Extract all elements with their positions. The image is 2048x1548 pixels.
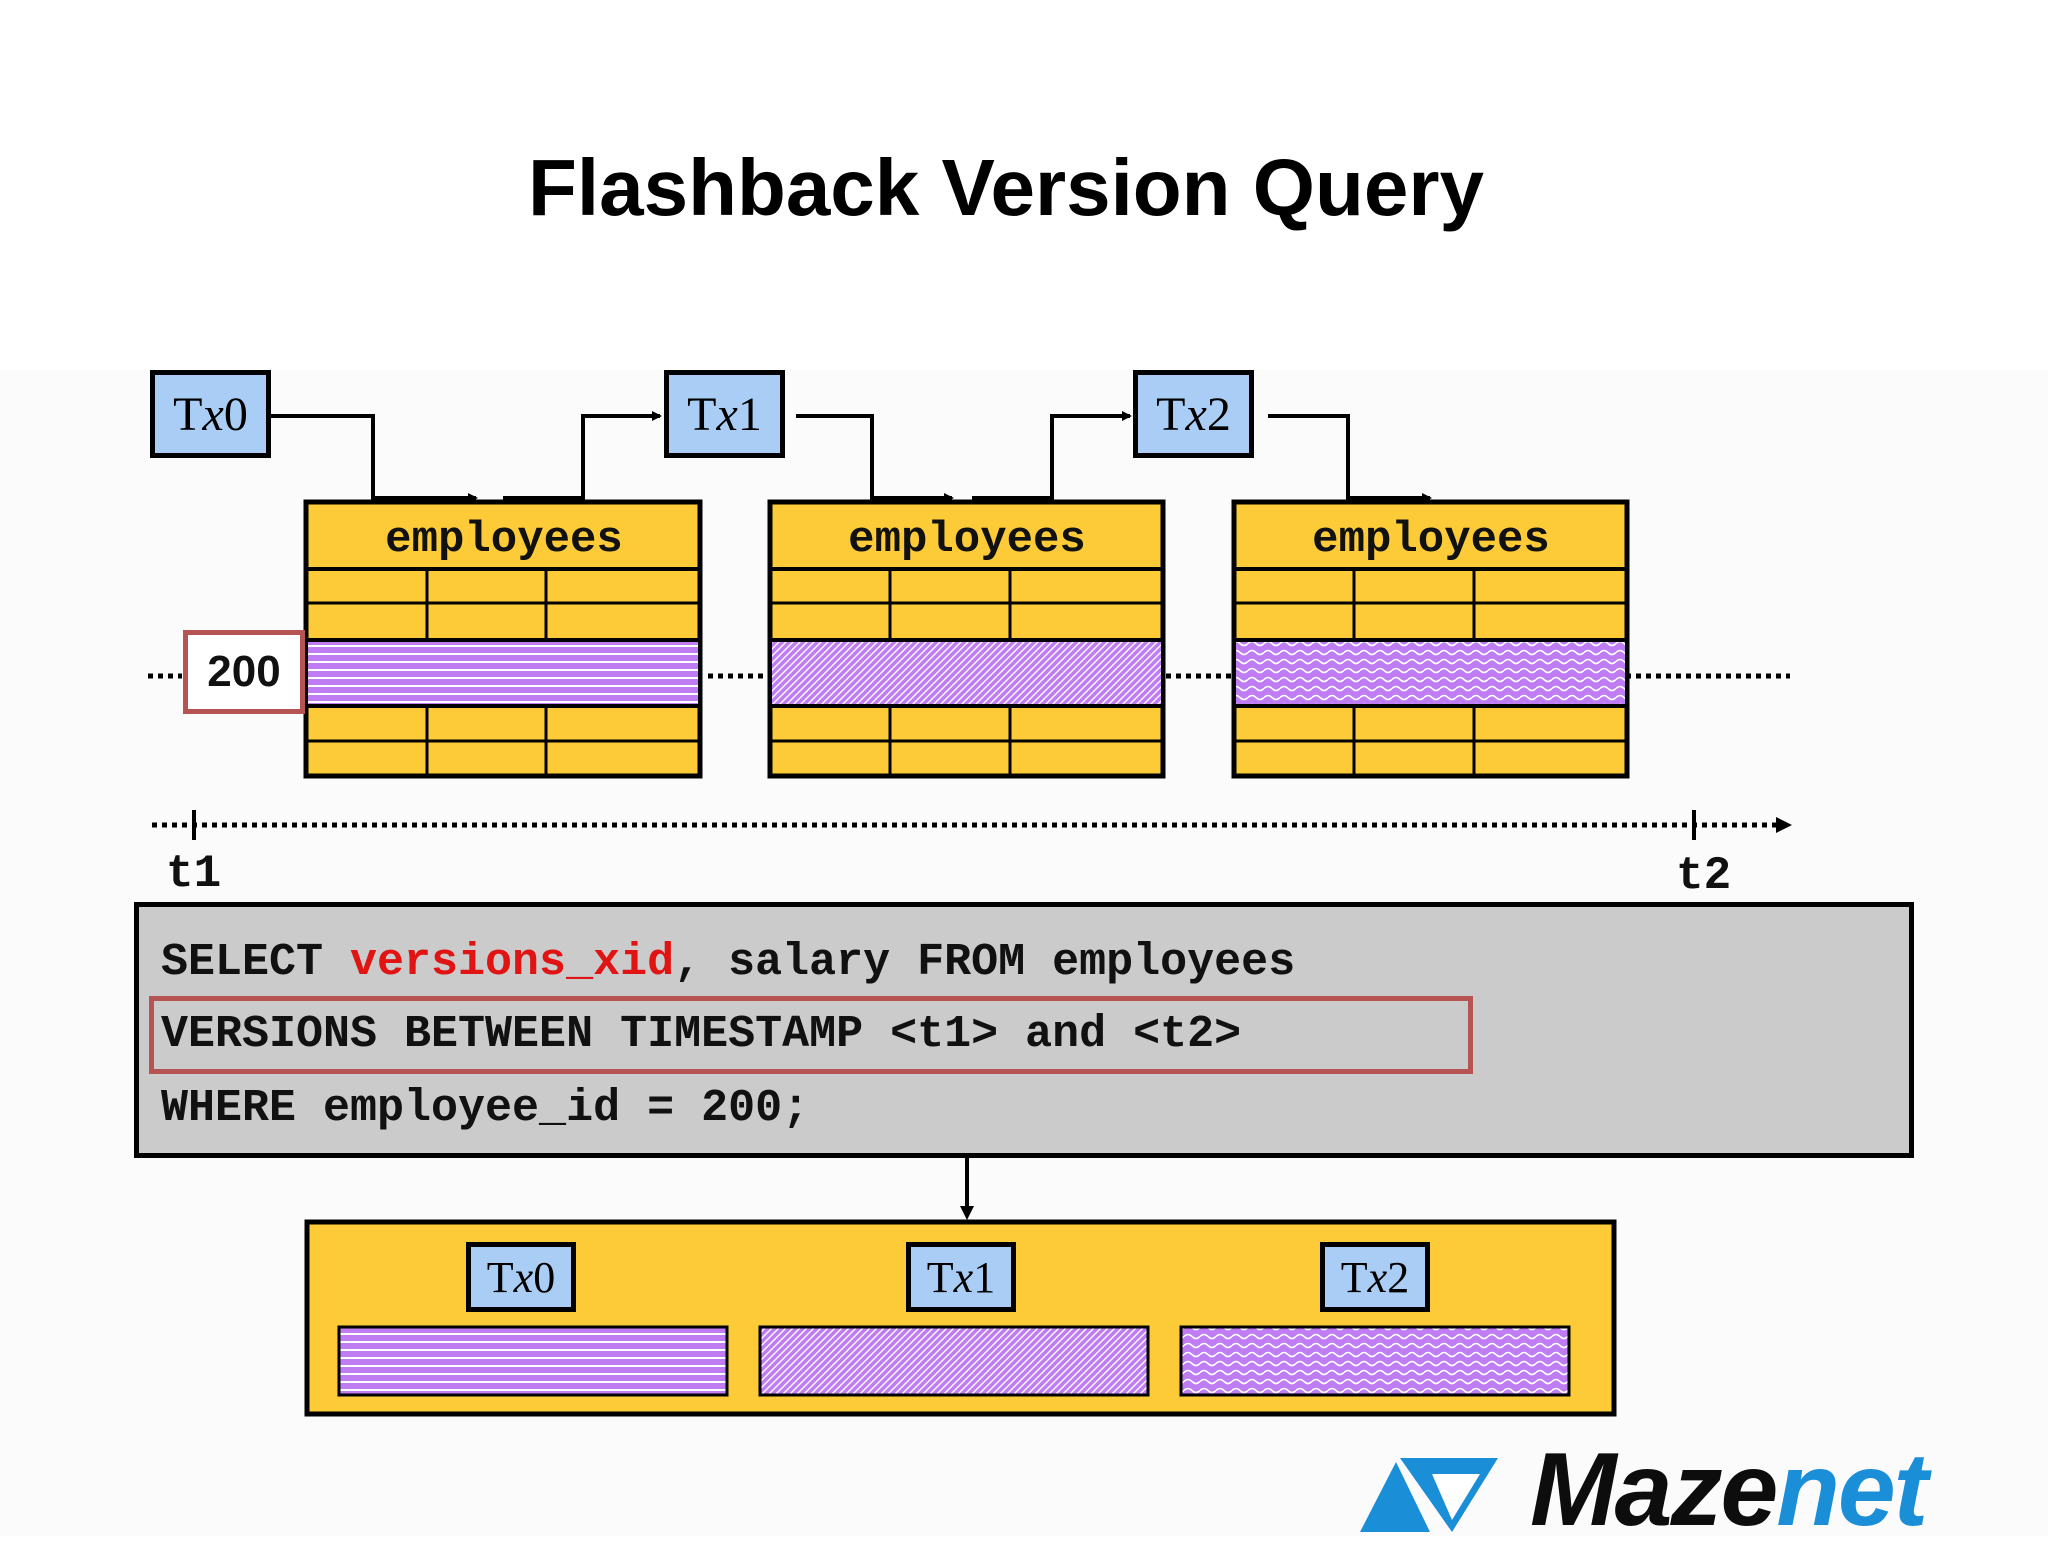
timeline bbox=[152, 810, 1792, 840]
employees-table-2 bbox=[767, 499, 1166, 779]
employees-table-3-label: employees bbox=[1312, 515, 1550, 565]
result-version-2 bbox=[758, 1325, 1150, 1397]
mazenet-logo-mark bbox=[1360, 1458, 1498, 1532]
employees-table-1-label: employees bbox=[385, 515, 623, 565]
result-version-1 bbox=[337, 1325, 729, 1397]
tx-connectors bbox=[270, 411, 1432, 503]
row-version-1 bbox=[304, 638, 702, 708]
sql-query-box: SELECT versions_xid, salary FROM employe… bbox=[134, 902, 1914, 1158]
row-version-3 bbox=[1232, 638, 1629, 708]
result-version-3 bbox=[1179, 1325, 1571, 1397]
row-version-2 bbox=[768, 638, 1165, 708]
sql-versions-clause-highlight bbox=[149, 996, 1473, 1074]
sql-line-1: SELECT versions_xid, salary FROM employe… bbox=[161, 937, 1296, 988]
t1-label: t1 bbox=[166, 848, 222, 900]
slide-title: Flashback Version Query bbox=[528, 143, 1484, 232]
t2-label: t2 bbox=[1676, 850, 1732, 902]
sql-line-3: WHERE employee_id = 200; bbox=[161, 1083, 810, 1134]
result-arrow bbox=[960, 1158, 974, 1220]
employees-table-3 bbox=[1231, 499, 1630, 779]
sql-versions-xid: versions_xid bbox=[350, 937, 675, 988]
employees-table-1 bbox=[303, 499, 703, 779]
employee-id-box: 200 bbox=[183, 630, 305, 714]
mazenet-logo-text: Mazenet bbox=[1530, 1432, 1928, 1548]
sql-line-2: VERSIONS BETWEEN TIMESTAMP <t1> and <t2> bbox=[161, 1009, 1242, 1060]
employees-table-2-label: employees bbox=[848, 515, 1086, 565]
